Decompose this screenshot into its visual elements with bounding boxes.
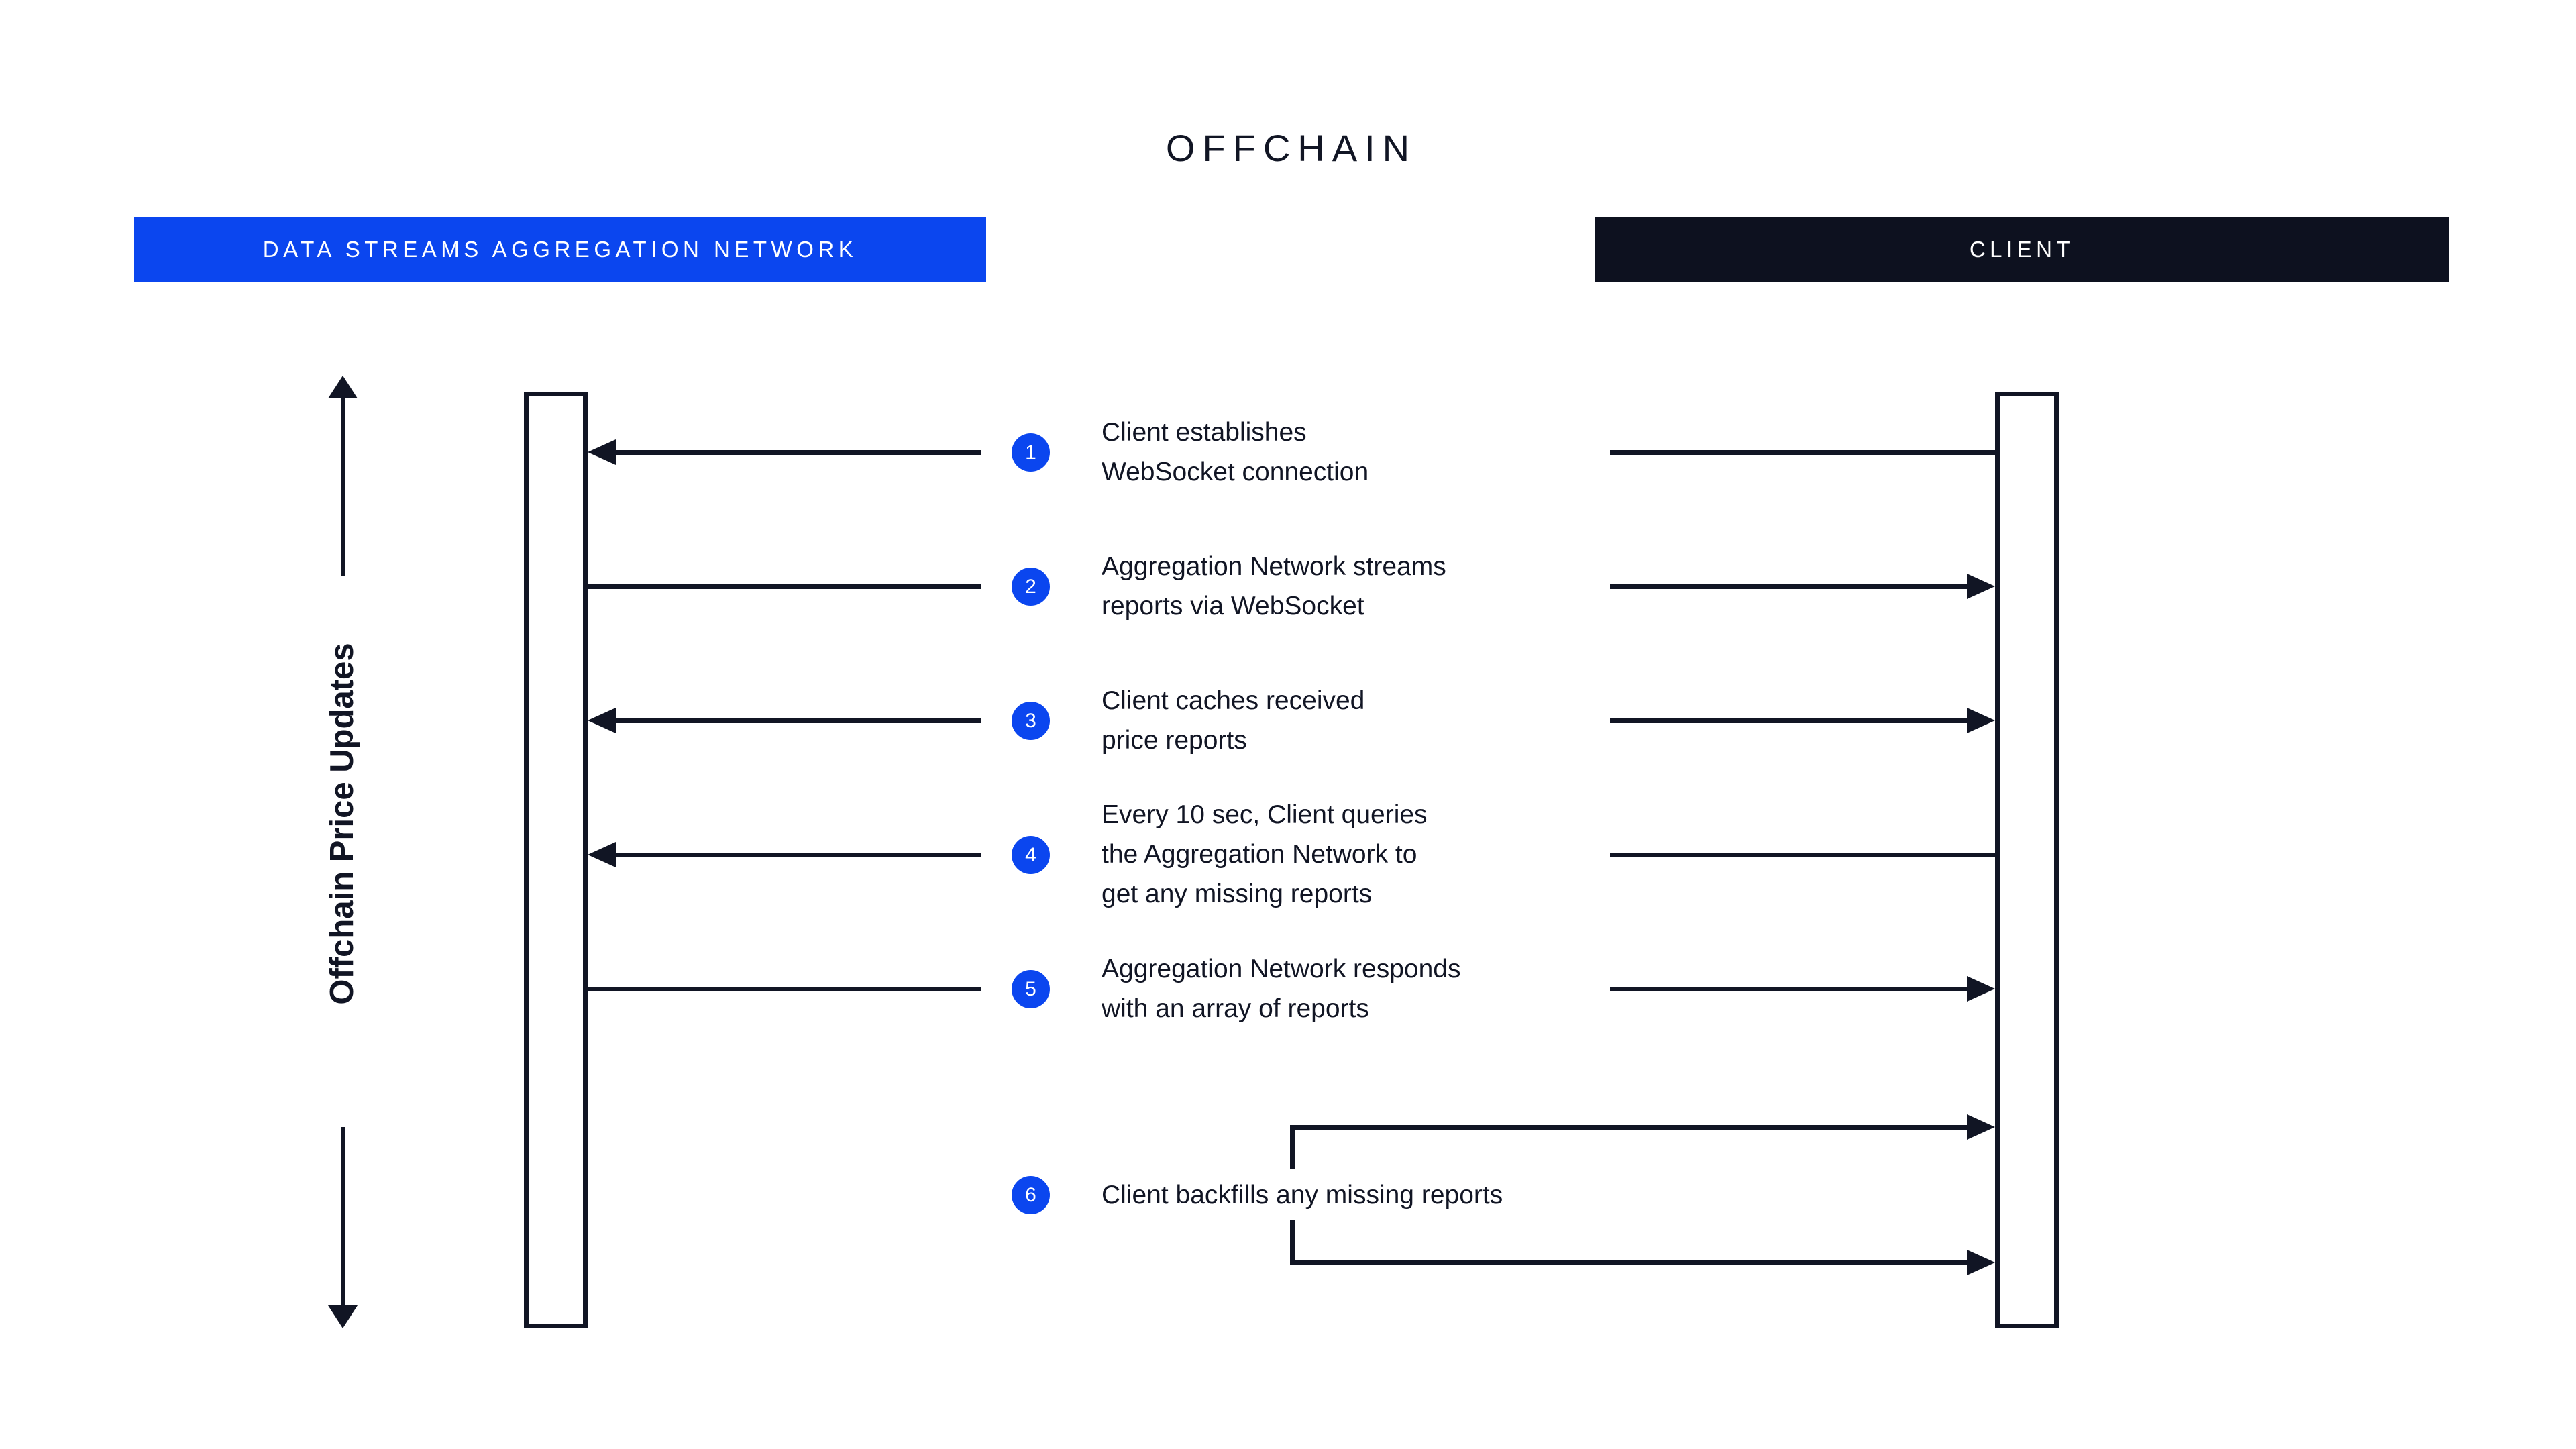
message-line-left-5 xyxy=(588,987,981,991)
arrow-head-right-icon xyxy=(1967,708,1995,733)
arrow-head-right-icon xyxy=(1967,1114,1995,1140)
step-marker-5[interactable]: 5 xyxy=(1012,970,1050,1008)
arrow-head-left-icon xyxy=(588,708,616,733)
actor-header-aggregation-network: DATA STREAMS AGGREGATION NETWORK xyxy=(134,217,986,282)
message-line-right-5 xyxy=(1610,987,1967,991)
actor-header-client: CLIENT xyxy=(1595,217,2449,282)
page-title: OFFCHAIN xyxy=(1165,127,1417,169)
axis-label-offchain-price-updates: Offchain Price Updates xyxy=(324,643,360,1005)
message-line-right-2 xyxy=(1610,584,1967,589)
step-text-4: Every 10 sec, Client queries the Aggrega… xyxy=(1102,800,1428,908)
step-text-6: Client backfills any missing reports xyxy=(1102,1181,1503,1210)
message-line-backfill-top xyxy=(1290,1125,1967,1130)
step-text-1: Client establishes WebSocket connection xyxy=(1102,418,1369,486)
arrow-head-right-icon xyxy=(1967,976,1995,1002)
message-line-left-1 xyxy=(616,450,981,455)
arrow-head-right-icon xyxy=(1967,1250,1995,1275)
axis-shaft-upper xyxy=(341,394,345,576)
arrow-head-right-icon xyxy=(1967,574,1995,599)
message-line-right-3 xyxy=(1610,718,1967,723)
lifeline-client xyxy=(1995,392,2059,1328)
step-text-3: Client caches received price reports xyxy=(1102,686,1365,755)
message-line-backfill-bottom xyxy=(1290,1260,1967,1265)
offchain-price-updates-axis: Offchain Price Updates xyxy=(288,376,396,1328)
step-marker-2[interactable]: 2 xyxy=(1012,568,1050,606)
message-line-left-3 xyxy=(616,718,981,723)
axis-shaft-lower xyxy=(341,1127,345,1307)
arrow-down-icon xyxy=(328,1305,358,1328)
lifeline-aggregation-network xyxy=(524,392,588,1328)
self-loop-stub-bottom xyxy=(1290,1220,1295,1263)
actor-label-aggregation-network: DATA STREAMS AGGREGATION NETWORK xyxy=(262,237,858,262)
message-line-left-4 xyxy=(616,853,981,857)
arrow-head-left-icon xyxy=(588,439,616,465)
step-marker-4[interactable]: 4 xyxy=(1012,836,1050,874)
step-marker-3[interactable]: 3 xyxy=(1012,702,1050,740)
step-text-5: Aggregation Network responds with an arr… xyxy=(1102,955,1461,1023)
step-text-2: Aggregation Network streams reports via … xyxy=(1102,552,1446,621)
step-marker-6[interactable]: 6 xyxy=(1012,1176,1050,1214)
self-loop-stub-top xyxy=(1290,1125,1295,1169)
actor-label-client: CLIENT xyxy=(1969,237,2075,262)
message-line-right-1 xyxy=(1610,450,1995,455)
arrow-head-left-icon xyxy=(588,842,616,867)
message-line-right-4 xyxy=(1610,853,1995,857)
step-marker-1[interactable]: 1 xyxy=(1012,433,1050,472)
message-line-left-2 xyxy=(588,584,981,589)
